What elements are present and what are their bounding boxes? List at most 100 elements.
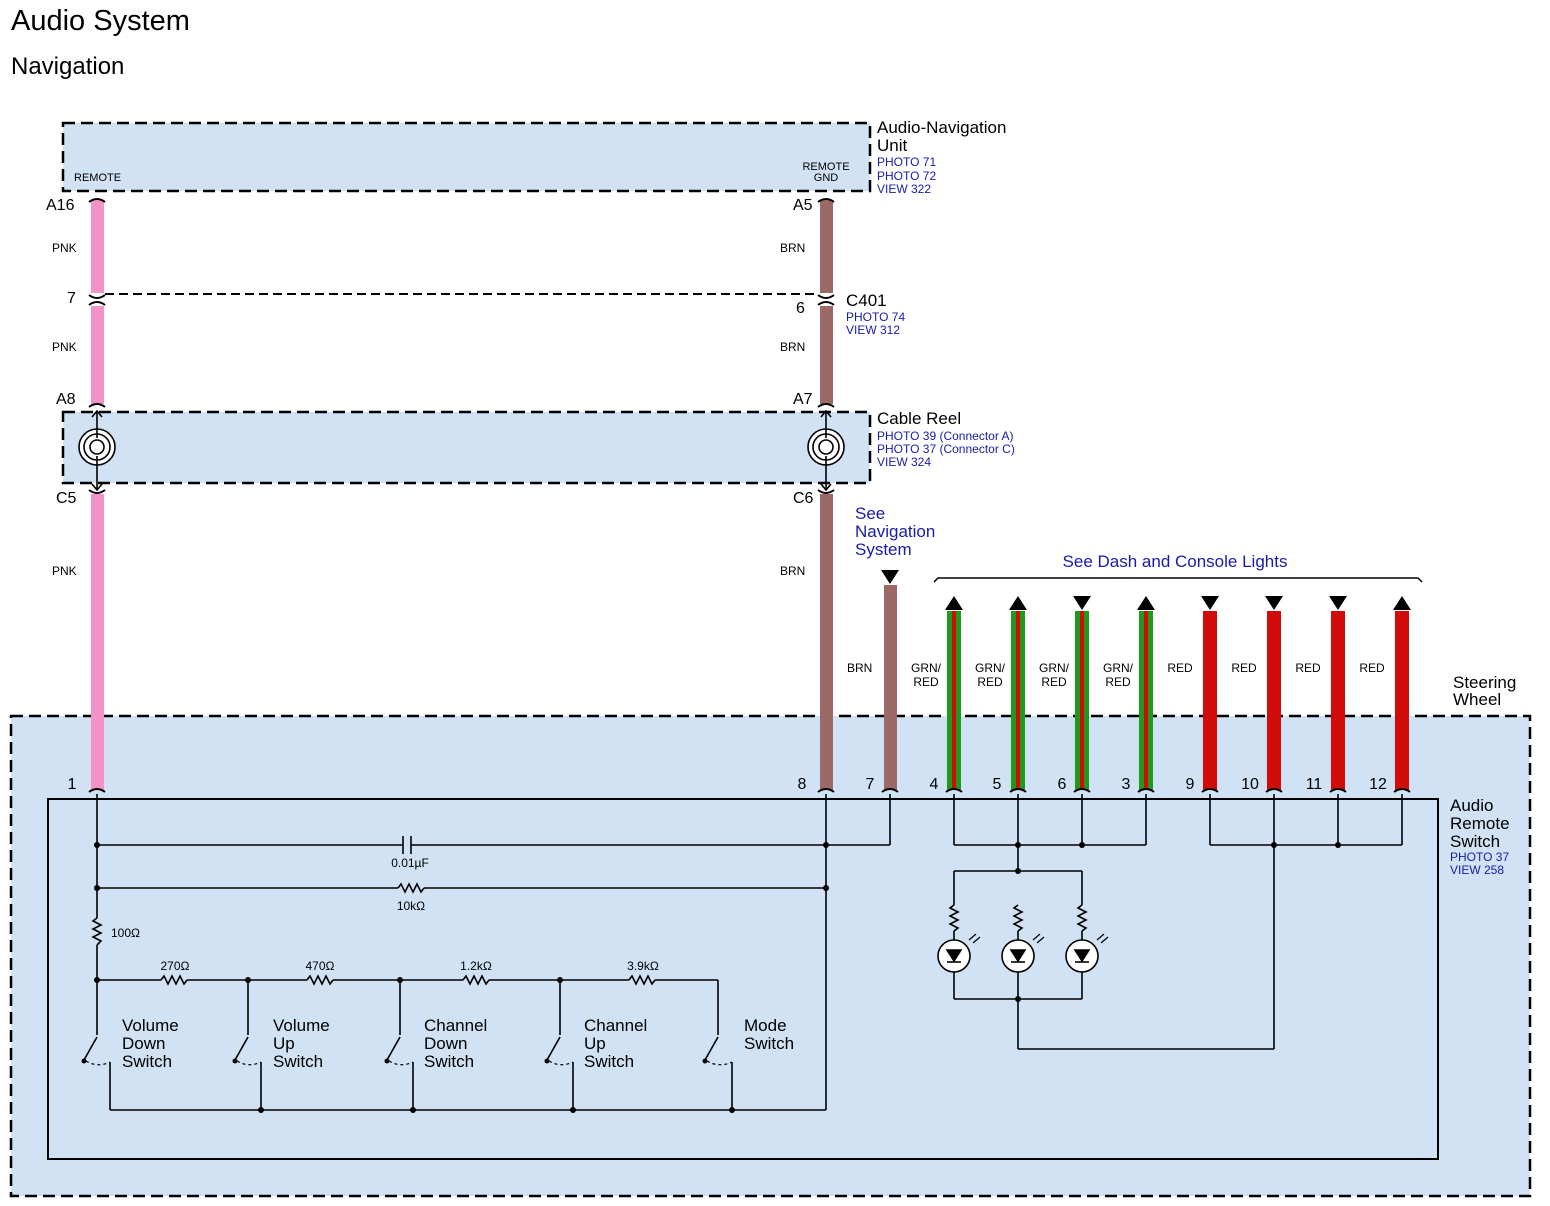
see-navigation-link-2[interactable]: Navigation bbox=[855, 522, 935, 541]
led-icon bbox=[937, 933, 981, 973]
c401-ref-2[interactable]: VIEW 312 bbox=[846, 323, 900, 337]
switch-contacts bbox=[85, 1060, 733, 1066]
volume-up-switch-label: Switch bbox=[273, 1052, 323, 1071]
nav-unit-name-2: Unit bbox=[877, 136, 908, 155]
mode-switch-label: Switch bbox=[744, 1034, 794, 1053]
page-title: Audio System bbox=[11, 5, 190, 37]
terminal-c6: C6 bbox=[793, 490, 814, 507]
pin-number: 3 bbox=[1122, 776, 1131, 793]
wire-label-pnk-1: PNK bbox=[52, 241, 77, 255]
nav-unit-ref-2[interactable]: PHOTO 72 bbox=[877, 169, 936, 183]
pin-number: 4 bbox=[930, 776, 939, 793]
pin-number: 10 bbox=[1241, 776, 1259, 793]
volume-down-switch-label: Down bbox=[122, 1034, 165, 1053]
channel-up-switch-label: Channel bbox=[584, 1016, 647, 1035]
wire-label-grn-red: GRN/ bbox=[975, 661, 1006, 675]
volume-up-switch-label: Up bbox=[273, 1034, 295, 1053]
resistor-1-2k-value: 1.2kΩ bbox=[460, 959, 492, 973]
pin-remote-gnd-label-2: GND bbox=[814, 172, 839, 184]
led-icon bbox=[1001, 933, 1045, 973]
remote-switch-ref-1[interactable]: PHOTO 37 bbox=[1450, 850, 1509, 864]
wire-label-grn-red: GRN/ bbox=[911, 661, 942, 675]
connector-marks bbox=[88, 198, 835, 793]
wire-label-brn-1: BRN bbox=[780, 241, 805, 255]
pnk-wire bbox=[91, 200, 104, 790]
c401-ref-1[interactable]: PHOTO 74 bbox=[846, 310, 905, 324]
cable-reel-spiral-icon bbox=[807, 409, 845, 492]
led-icon bbox=[1065, 933, 1109, 973]
terminal-a5: A5 bbox=[793, 197, 813, 214]
terminal-a16: A16 bbox=[46, 197, 75, 214]
channel-down-switch-label: Switch bbox=[424, 1052, 474, 1071]
remote-switch-label-2: Remote bbox=[1450, 814, 1510, 833]
internal-circuit bbox=[83, 794, 1403, 1111]
pin-remote-gnd-label-1: REMOTE bbox=[802, 161, 849, 173]
wire-label-grn-red: RED bbox=[913, 675, 939, 689]
audio-remote-switch-box bbox=[47, 798, 1439, 1160]
wire-label-grn-red: GRN/ bbox=[1039, 661, 1070, 675]
arrow-down-icon bbox=[1265, 596, 1283, 610]
cable-reel-name: Cable Reel bbox=[877, 409, 961, 428]
wire-label-red: RED bbox=[1167, 661, 1193, 675]
wire-label-grn-red: RED bbox=[977, 675, 1003, 689]
cable-reel-spiral-icon bbox=[78, 409, 116, 492]
wire-label-red: RED bbox=[1231, 661, 1257, 675]
channel-down-switch-label: Channel bbox=[424, 1016, 487, 1035]
see-navigation-link-1[interactable]: See bbox=[855, 504, 885, 523]
pin-number: 12 bbox=[1369, 776, 1387, 793]
remote-switch-ref-2[interactable]: VIEW 258 bbox=[1450, 863, 1504, 877]
red-wires bbox=[1203, 611, 1409, 790]
wire-label-grn-red: GRN/ bbox=[1103, 661, 1134, 675]
pin-number: 8 bbox=[798, 776, 807, 793]
nav-unit-ref-1[interactable]: PHOTO 71 bbox=[877, 155, 936, 169]
arrow-up-icon bbox=[945, 596, 963, 610]
arrow-up-icon bbox=[1009, 596, 1027, 610]
pin-number: 9 bbox=[1186, 776, 1195, 793]
cable-reel-ref-3[interactable]: VIEW 324 bbox=[877, 455, 931, 469]
audio-navigation-unit-box bbox=[61, 121, 872, 193]
junction-dots bbox=[81, 842, 1341, 1113]
nav-unit-ref-3[interactable]: VIEW 322 bbox=[877, 182, 931, 196]
wire-label-pnk-2: PNK bbox=[52, 340, 77, 354]
channel-up-switch-label: Switch bbox=[584, 1052, 634, 1071]
switch-pin-marks bbox=[881, 788, 1411, 793]
arrow-up-icon bbox=[1393, 596, 1411, 610]
grn-red-labels: GRN/ RED GRN/ RED GRN/ RED GRN/ RED RED … bbox=[911, 661, 1385, 689]
cable-reel-ref-1[interactable]: PHOTO 39 (Connector A) bbox=[877, 429, 1014, 443]
see-navigation-link-3[interactable]: System bbox=[855, 540, 912, 559]
terminal-a8: A8 bbox=[56, 391, 76, 408]
switch-pin-numbers: 1 8 7 4 5 6 3 9 10 11 12 bbox=[68, 776, 1387, 793]
cable-reel-box bbox=[61, 410, 872, 485]
volume-down-switch-label: Switch bbox=[122, 1052, 172, 1071]
terminal-c5: C5 bbox=[56, 490, 77, 507]
wire-label-brn-4: BRN bbox=[847, 661, 872, 675]
c401-name: C401 bbox=[846, 291, 887, 310]
mode-switch-label: Mode bbox=[744, 1016, 787, 1035]
nav-unit-name-1: Audio-Navigation bbox=[877, 118, 1006, 137]
remote-switch-label-3: Switch bbox=[1450, 832, 1500, 851]
arrow-down-icon bbox=[881, 570, 899, 584]
resistor-3-9k-value: 3.9kΩ bbox=[627, 959, 659, 973]
wire-label-brn-2: BRN bbox=[780, 340, 805, 354]
wire-label-red: RED bbox=[1295, 661, 1321, 675]
wire-arrows bbox=[945, 596, 1411, 610]
brn-wire-remote-gnd bbox=[820, 200, 833, 790]
resistor-100-value: 100Ω bbox=[111, 926, 140, 940]
pin-number: 1 bbox=[68, 776, 77, 793]
cable-reel-ref-2[interactable]: PHOTO 37 (Connector C) bbox=[877, 442, 1015, 456]
arrow-up-icon bbox=[1137, 596, 1155, 610]
wire-label-red: RED bbox=[1359, 661, 1385, 675]
page-subtitle: Navigation bbox=[11, 53, 124, 80]
pin-number: 5 bbox=[993, 776, 1002, 793]
arrow-down-icon bbox=[1201, 596, 1219, 610]
arrow-down-icon bbox=[1329, 596, 1347, 610]
resistor-470-value: 470Ω bbox=[306, 959, 335, 973]
pin-number: 7 bbox=[866, 776, 875, 793]
wire-label-brn-3: BRN bbox=[780, 564, 805, 578]
see-dash-console-lights-link[interactable]: See Dash and Console Lights bbox=[1063, 552, 1288, 571]
volume-down-switch-label: Volume bbox=[122, 1016, 179, 1035]
pin-remote-label: REMOTE bbox=[74, 172, 121, 184]
dash-lights-bracket bbox=[933, 577, 1423, 583]
c401-pin-right: 6 bbox=[796, 300, 805, 317]
pin-number: 6 bbox=[1058, 776, 1067, 793]
